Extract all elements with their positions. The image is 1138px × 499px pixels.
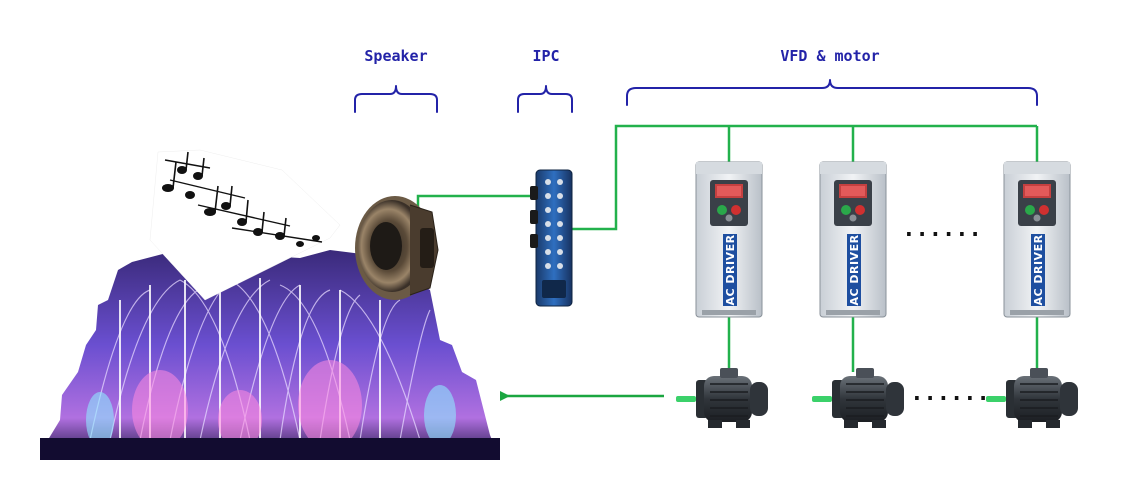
motor-icon — [985, 367, 1079, 429]
speaker-icon — [355, 196, 439, 300]
vfd-unit-2: AC DRIVER — [819, 161, 887, 318]
ipc-controller-icon — [530, 169, 573, 307]
vfd-motor-label: VFD & motor — [780, 47, 879, 65]
motor-unit-2 — [811, 367, 905, 429]
music-notes-icon — [149, 149, 341, 301]
ipc-vfd-wire — [572, 124, 1037, 231]
speaker-bracket — [354, 85, 438, 113]
motor-unit-3 — [985, 367, 1079, 429]
motor-unit-1 — [675, 367, 769, 429]
vfd-unit-1: AC DRIVER — [695, 161, 763, 318]
vfd-motor-bracket — [626, 79, 1038, 106]
ipc-label: IPC — [532, 47, 559, 65]
speaker-label: Speaker — [364, 47, 427, 65]
vfd-continuation-dots: ...... — [902, 217, 981, 242]
vfd-badge-text: AC DRIVER — [724, 234, 737, 305]
motor-icon — [811, 367, 905, 429]
speaker-ipc-wire — [416, 194, 540, 218]
label-speaker: Speaker — [364, 47, 427, 65]
vfd-unit-3: AC DRIVER — [1003, 161, 1071, 318]
ipc-bracket — [517, 85, 573, 113]
motor-icon — [675, 367, 769, 429]
label-ipc: IPC — [532, 47, 559, 65]
vfd-badge-text: AC DRIVER — [848, 234, 861, 305]
label-vfd-motor: VFD & motor — [780, 47, 879, 65]
vfd-badge-text: AC DRIVER — [1032, 234, 1045, 305]
motor-continuation-dots: ...... — [910, 381, 989, 406]
